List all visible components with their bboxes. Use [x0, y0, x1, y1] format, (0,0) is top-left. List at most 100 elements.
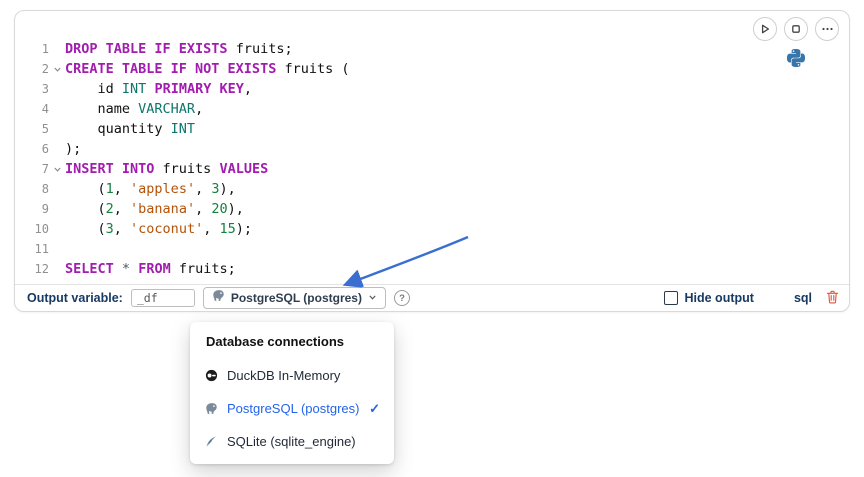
code-text: INSERT INTO fruits VALUES	[65, 159, 849, 179]
code-token: ,	[113, 181, 131, 197]
code-token: fruits (	[276, 61, 350, 77]
line-number: 11	[34, 242, 49, 256]
code-token: 3	[211, 181, 220, 197]
footer-right-group: Hide output sql	[663, 290, 840, 307]
check-icon: ✓	[369, 400, 380, 416]
code-text: );	[65, 139, 849, 159]
code-line: 6);	[15, 139, 849, 159]
code-token	[130, 261, 138, 277]
code-token: ,	[195, 201, 212, 217]
code-token: ,	[243, 81, 252, 97]
more-options-button[interactable]	[815, 17, 839, 41]
code-token: CREATE TABLE IF NOT EXISTS	[65, 61, 277, 77]
code-token: ,	[195, 101, 204, 117]
code-line: 4 name VARCHAR,	[15, 99, 849, 119]
code-token: ),	[219, 181, 236, 197]
code-line: 11	[15, 239, 849, 259]
fold-chevron-icon[interactable]	[49, 165, 65, 174]
connection-dropdown-trigger[interactable]: PostgreSQL (postgres)	[202, 287, 386, 309]
code-text	[65, 239, 849, 259]
code-token: INT	[121, 81, 147, 97]
line-number: 1	[41, 42, 49, 56]
code-line: 12 SELECT * FROM fruits;	[15, 259, 849, 279]
connection-label: PostgreSQL (postgres)	[230, 291, 362, 305]
play-icon	[759, 23, 771, 35]
code-token: name	[65, 101, 139, 117]
fold-chevron-icon[interactable]	[49, 65, 65, 74]
code-text: name VARCHAR,	[65, 99, 849, 119]
code-token: fruits;	[227, 41, 293, 57]
question-mark-icon: ?	[399, 292, 405, 304]
code-token: PRIMARY KEY	[154, 81, 244, 97]
code-token: );	[235, 221, 252, 237]
connection-menu-header: Database connections	[206, 334, 344, 349]
code-text: (3, 'coconut', 15);	[65, 219, 849, 239]
code-token: 20	[211, 201, 228, 217]
code-token: 3	[105, 221, 114, 237]
trash-icon	[826, 290, 839, 307]
cell-actions	[753, 17, 839, 41]
line-number: 3	[41, 82, 49, 96]
help-button[interactable]: ?	[393, 290, 410, 306]
code-token: VARCHAR	[138, 101, 196, 117]
code-token: INSERT INTO	[65, 161, 155, 177]
code-line: 9 (2, 'banana', 20),	[15, 199, 849, 219]
line-number: 10	[34, 222, 49, 236]
code-line: 10 (3, 'coconut', 15);	[15, 219, 849, 239]
connection-menu-item[interactable]: DuckDB In-Memory	[190, 359, 394, 392]
postgresql-icon	[204, 402, 218, 415]
hide-output-checkbox[interactable]	[663, 291, 678, 305]
line-number: 9	[41, 202, 49, 216]
line-number: 2	[41, 62, 49, 76]
code-token: 'apples'	[130, 181, 196, 197]
code-token: *	[121, 261, 131, 277]
python-icon[interactable]	[786, 49, 806, 67]
delete-cell-button[interactable]	[826, 290, 839, 307]
code-token: 15	[219, 221, 236, 237]
code-token: INT	[170, 121, 196, 137]
line-number: 5	[41, 122, 49, 136]
code-text: SELECT * FROM fruits;	[65, 259, 849, 279]
code-line: 8 (1, 'apples', 3),	[15, 179, 849, 199]
line-number: 6	[41, 142, 49, 156]
line-number: 12	[34, 262, 49, 276]
code-line: 7 INSERT INTO fruits VALUES	[15, 159, 849, 179]
code-text: id INT PRIMARY KEY,	[65, 79, 849, 99]
cell-footer: Output variable: PostgreSQL (postgres) ?…	[15, 284, 849, 311]
connection-menu-item[interactable]: PostgreSQL (postgres) ✓	[190, 392, 394, 425]
output-variable-input[interactable]	[130, 289, 195, 307]
code-token: );	[65, 141, 82, 157]
ellipsis-icon	[821, 23, 834, 35]
code-token: SELECT	[65, 261, 114, 277]
code-token: quantity	[65, 121, 171, 137]
menu-item-label: PostgreSQL (postgres)	[227, 401, 360, 416]
hide-output-label: Hide output	[684, 291, 754, 305]
code-token	[114, 261, 122, 277]
code-token: fruits	[154, 161, 220, 177]
code-token: ,	[113, 221, 131, 237]
connection-menu-item[interactable]: SQLite (sqlite_engine)	[190, 425, 394, 458]
code-line: 2 CREATE TABLE IF NOT EXISTS fruits (	[15, 59, 849, 79]
code-text: (1, 'apples', 3),	[65, 179, 849, 199]
code-token: (	[65, 181, 106, 197]
code-token: 'banana'	[130, 201, 196, 217]
code-token: id	[65, 81, 122, 97]
menu-item-label: SQLite (sqlite_engine)	[227, 434, 356, 449]
stop-cell-button[interactable]	[784, 17, 808, 41]
code-token: ,	[203, 221, 220, 237]
run-cell-button[interactable]	[753, 17, 777, 41]
line-number: 7	[41, 162, 49, 176]
code-token: 1	[105, 181, 114, 197]
code-token: fruits;	[170, 261, 236, 277]
stop-icon	[790, 23, 802, 35]
code-token: (	[65, 201, 106, 217]
code-token: FROM	[138, 261, 171, 277]
code-token: ),	[227, 201, 244, 217]
duckdb-icon	[204, 369, 218, 382]
code-token: 'coconut'	[130, 221, 204, 237]
